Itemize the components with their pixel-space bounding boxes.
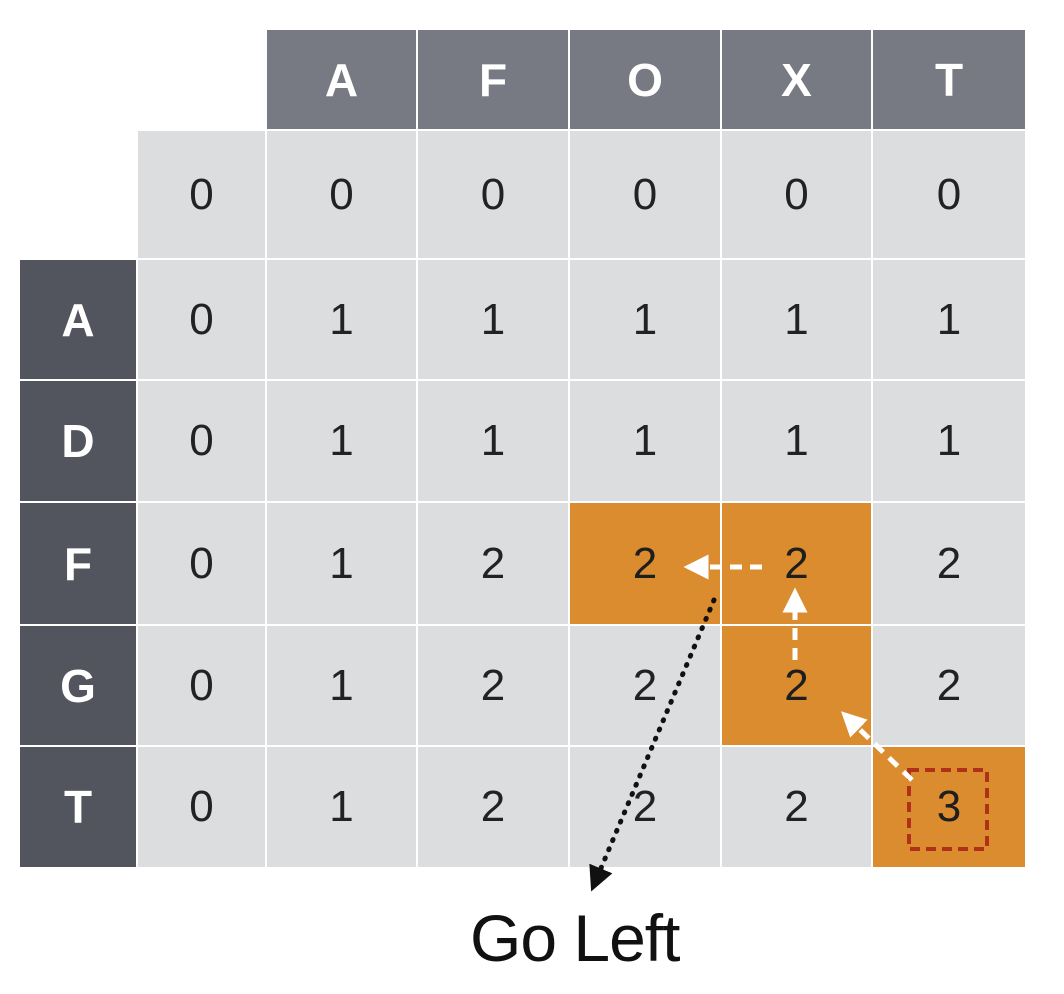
row-header-3: F bbox=[20, 503, 136, 624]
table-cell: 1 bbox=[873, 260, 1025, 379]
table-cell: 0 bbox=[138, 381, 265, 501]
table-cell: 1 bbox=[267, 503, 416, 624]
table-cell: 1 bbox=[418, 260, 568, 379]
table-cell: 2 bbox=[722, 626, 871, 745]
table-cell: 1 bbox=[722, 260, 871, 379]
table-cell: 0 bbox=[570, 131, 720, 258]
table-cell: 0 bbox=[138, 503, 265, 624]
table-cell: 2 bbox=[570, 503, 720, 624]
table-cell: 0 bbox=[138, 260, 265, 379]
table-cell: 1 bbox=[873, 381, 1025, 501]
table-cell: 2 bbox=[418, 747, 568, 867]
table-cell: 1 bbox=[418, 381, 568, 501]
table-cell: 0 bbox=[722, 131, 871, 258]
table-cell: 0 bbox=[267, 131, 416, 258]
table-cell: 0 bbox=[138, 131, 265, 258]
table-cell: 2 bbox=[873, 626, 1025, 745]
table-cell: 1 bbox=[570, 381, 720, 501]
table-cell: 2 bbox=[722, 503, 871, 624]
column-header-4: X bbox=[722, 30, 871, 129]
table-cell: 3 bbox=[873, 747, 1025, 867]
table-cell: 1 bbox=[267, 381, 416, 501]
row-header-4: G bbox=[20, 626, 136, 745]
table-cell: 0 bbox=[418, 131, 568, 258]
table-cell: 2 bbox=[722, 747, 871, 867]
column-header-5: T bbox=[873, 30, 1025, 129]
column-header-3: O bbox=[570, 30, 720, 129]
row-header-1: A bbox=[20, 260, 136, 379]
row-header-2: D bbox=[20, 381, 136, 501]
table-cell: 2 bbox=[418, 626, 568, 745]
table-cell: 0 bbox=[873, 131, 1025, 258]
table-cell: 2 bbox=[570, 626, 720, 745]
caption-go-left: Go Left bbox=[470, 901, 680, 975]
table-cell: 2 bbox=[873, 503, 1025, 624]
table-cell: 1 bbox=[267, 747, 416, 867]
table-cell: 2 bbox=[570, 747, 720, 867]
table-cell: 0 bbox=[138, 626, 265, 745]
table-cell: 2 bbox=[418, 503, 568, 624]
table-cell: 1 bbox=[722, 381, 871, 501]
table-cell: 1 bbox=[267, 260, 416, 379]
column-header-1: A bbox=[267, 30, 416, 129]
table-cell: 1 bbox=[570, 260, 720, 379]
column-header-2: F bbox=[418, 30, 568, 129]
table-cell: 0 bbox=[138, 747, 265, 867]
table-cell: 1 bbox=[267, 626, 416, 745]
row-header-5: T bbox=[20, 747, 136, 867]
